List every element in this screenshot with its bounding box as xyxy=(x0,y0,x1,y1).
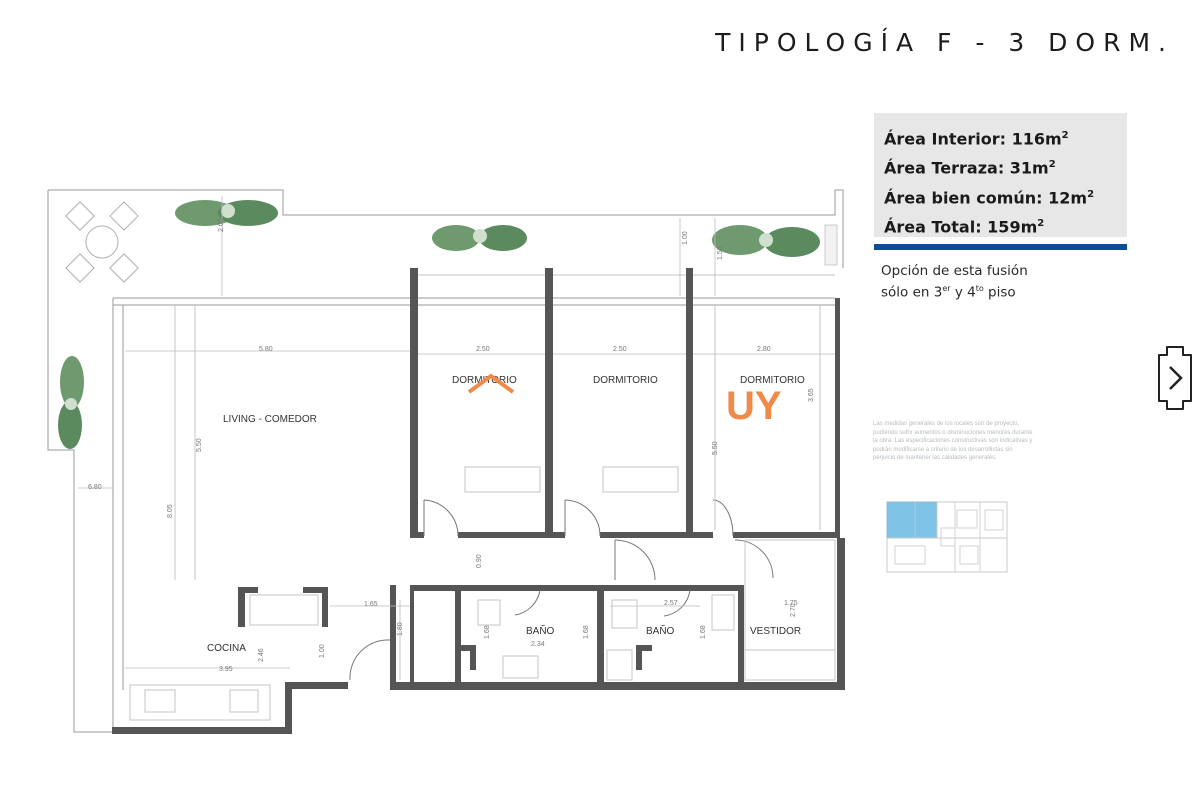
option-note-line1: Opción de esta fusión xyxy=(881,263,1028,279)
plant-4 xyxy=(58,356,84,449)
dim-label: 1.80 xyxy=(397,622,404,636)
dim-label: 8.05 xyxy=(167,504,174,518)
area-bien-comun: Área bien común: 12m2 xyxy=(884,187,1095,207)
dim-label: 5.50 xyxy=(712,441,719,455)
walls xyxy=(112,268,845,734)
room-label-bano2: BAÑO xyxy=(646,626,675,637)
room-label-vestidor: VESTIDOR xyxy=(750,626,802,637)
dim-label: 2.80 xyxy=(757,346,771,353)
area-interior: Área Interior: 116m2 xyxy=(884,129,1069,149)
terrace-outline xyxy=(47,189,844,733)
dim-label: 1.00 xyxy=(319,644,326,658)
dim-label: 1.68 xyxy=(583,625,590,639)
room-label-dorm2: DORMITORIO xyxy=(593,375,658,386)
terrace-box xyxy=(824,224,838,266)
room-label-bano1: BAÑO xyxy=(526,626,555,637)
terrace-furniture xyxy=(65,201,139,283)
dim-label: 1.75 xyxy=(784,600,798,607)
plant-2 xyxy=(432,225,527,251)
chevron-right-icon xyxy=(1158,346,1192,410)
room-label-dorm3: DORMITORIO xyxy=(740,375,805,386)
room-label-cocina: COCINA xyxy=(207,643,246,654)
dim-label: 2.50 xyxy=(613,346,627,353)
room-label-living: LIVING - COMEDOR xyxy=(223,414,317,425)
dim-label: 2.70 xyxy=(790,603,797,617)
watermark-house-icon xyxy=(467,373,515,394)
dim-label: 3.95 xyxy=(219,666,233,673)
area-summary: Área Interior: 116m2 Área Terraza: 31m2 … xyxy=(874,113,1127,237)
dim-label: 1.00 xyxy=(682,231,689,245)
plants xyxy=(58,200,820,449)
plant-3 xyxy=(712,225,820,257)
dim-label: 2.00 xyxy=(218,218,225,232)
accent-bar xyxy=(874,244,1127,250)
dim-label: 1.50 xyxy=(717,246,724,260)
doors xyxy=(349,499,774,681)
dim-label: 0.90 xyxy=(476,554,483,568)
dim-label: 6.80 xyxy=(88,484,102,491)
dim-label: 1.68 xyxy=(484,625,491,639)
option-note: Opción de esta fusión sólo en 3er y 4to … xyxy=(881,262,1028,302)
dim-label: 1.68 xyxy=(700,625,707,639)
key-plan xyxy=(886,501,1008,573)
dim-label: 5.50 xyxy=(196,438,203,452)
disclaimer-text: Las medidas generales de los locales son… xyxy=(873,421,1033,461)
dim-label: 2.50 xyxy=(476,346,490,353)
dim-label: 2.57 xyxy=(664,600,678,607)
option-note-line2: sólo en 3er y 4to piso xyxy=(881,284,1016,301)
dim-label: 2.46 xyxy=(258,648,265,662)
dim-label: 2.34 xyxy=(531,641,545,648)
dim-label: 3.65 xyxy=(808,388,815,402)
area-total: Área Total: 159m2 xyxy=(884,217,1045,237)
plant-1 xyxy=(175,200,278,226)
area-terraza: Área Terraza: 31m2 xyxy=(884,158,1056,178)
page-title: TIPOLOGÍA F - 3 DORM. xyxy=(715,28,1174,57)
next-slide-button[interactable] xyxy=(1153,345,1197,411)
dim-label: 1.65 xyxy=(364,601,378,608)
dim-label: 5.80 xyxy=(259,346,273,353)
dimension-lines xyxy=(78,196,835,669)
